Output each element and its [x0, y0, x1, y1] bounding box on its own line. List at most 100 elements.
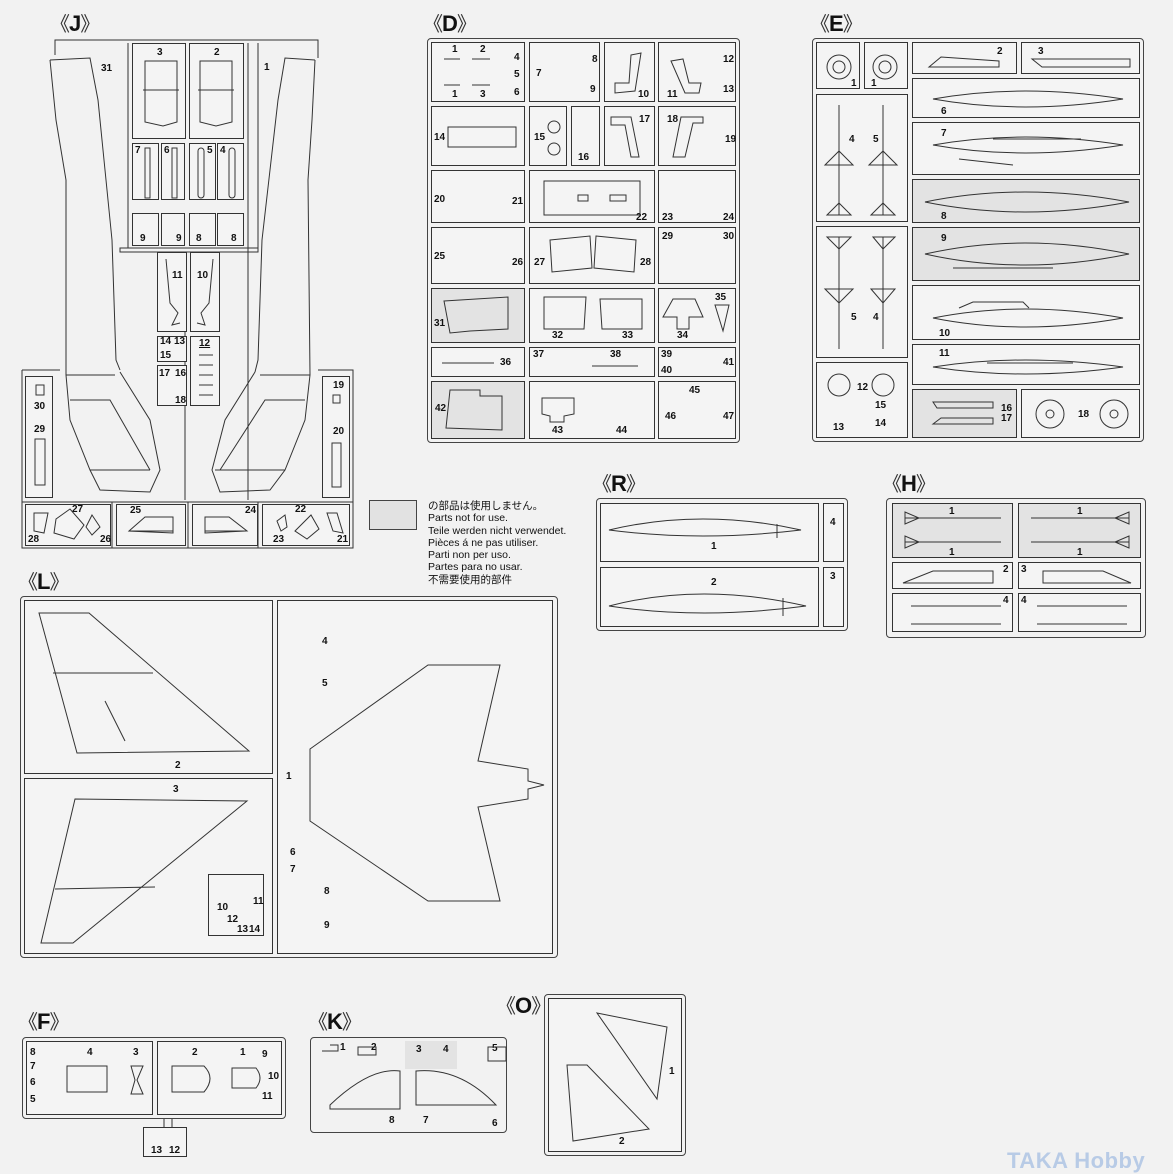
part-cell: 12 — [190, 336, 220, 406]
part-cell: 12 13 15 14 — [816, 362, 908, 438]
drop-tank-half-shape — [322, 1044, 507, 1110]
rail-part-shape — [228, 147, 236, 199]
part-cell: 10 — [912, 285, 1140, 340]
not-for-use-legend: の部品は使用しません。 Parts not for use. Teile wer… — [428, 500, 566, 586]
part-cell: 3 — [823, 567, 844, 627]
pylon-part-shape — [927, 56, 1000, 68]
part-cell: 31 — [431, 288, 525, 343]
part-cell: 16 — [571, 106, 600, 166]
wing-part-shape — [38, 612, 251, 754]
part-cell: 3 4 — [405, 1041, 457, 1069]
rail-part-shape — [1037, 605, 1127, 625]
part-cell: 1 — [864, 42, 908, 89]
part-cell: 2 — [189, 43, 244, 139]
part-cell: 24 — [192, 504, 258, 546]
part-cell: 3 — [1018, 562, 1141, 589]
strut-part-shape — [196, 258, 214, 326]
wing-part-shape — [40, 798, 249, 944]
rail-part-shape — [911, 605, 1001, 625]
legend-line: Teile werden nicht verwendet. — [428, 524, 567, 537]
wheel-part-shape — [1035, 399, 1129, 429]
part-cell: 8 — [189, 213, 216, 246]
part-cell: 2 — [24, 600, 273, 774]
bomb-part-shape — [904, 511, 1001, 549]
fuel-tank-shape — [932, 359, 1124, 375]
part-cell: 9 — [132, 213, 159, 246]
pylon-part-shape — [1030, 58, 1131, 68]
legend-line: Parti non per uso. — [428, 549, 511, 562]
missile-part-shape — [823, 236, 897, 349]
sprue-f — [22, 1037, 286, 1119]
part-cell: 1 4 5 6 7 8 9 — [277, 600, 553, 954]
part-cell: 5 — [189, 143, 216, 200]
panel-part-shape — [34, 384, 46, 486]
small-parts-shape — [444, 58, 490, 86]
panel-part-shape — [33, 508, 101, 540]
sprue-o-title: 《O》 — [496, 993, 551, 1018]
part-cell: 1 2 — [548, 998, 682, 1152]
legend-line: 不需要使用的部件 — [428, 573, 512, 586]
pylon-part-shape — [931, 401, 994, 425]
canopy-part-shape — [662, 298, 730, 333]
sprue-h — [886, 498, 1146, 638]
canopy-part-shape — [204, 516, 249, 534]
stabilizer-part-shape — [566, 1012, 668, 1142]
part-number: 1 — [264, 62, 270, 73]
part-cell: 18 — [1021, 389, 1140, 438]
sprue-l — [20, 596, 558, 958]
fuel-tank-shape — [924, 242, 1130, 269]
sprue-k-title: 《K》 — [308, 1009, 362, 1034]
part-cell: 13 12 — [143, 1127, 187, 1157]
fuel-tank-shape — [932, 90, 1124, 108]
part-cell: 42 — [431, 381, 525, 439]
rod-parts-shape — [199, 354, 213, 396]
legend-line: Pièces á ne pas utiliser. — [428, 536, 539, 549]
sprue-r-title: 《R》 — [592, 471, 646, 496]
panel-part-shape — [549, 235, 637, 273]
part-cell: 17 — [604, 106, 655, 166]
part-cell: 1 2 4 5 1 3 6 — [431, 42, 525, 102]
seat-back-shape — [541, 397, 575, 423]
panel-part-shape — [276, 512, 344, 540]
missile-part-shape — [442, 362, 494, 364]
part-number: 31 — [101, 63, 113, 74]
sprue-e-title: 《E》 — [810, 11, 863, 36]
part-cell: 7 8 9 — [529, 42, 600, 102]
legend-line: Parts not for use. — [428, 512, 508, 525]
part-cell: 4 — [823, 503, 844, 562]
part-cell: 9 — [912, 227, 1140, 281]
rail-part-shape — [197, 147, 205, 199]
part-cell: 10 — [190, 252, 220, 332]
sprue-d — [427, 38, 740, 443]
part-cell: 7 — [912, 122, 1140, 175]
part-cell: 11 12 13 — [658, 42, 736, 102]
part-cell: 6 — [161, 143, 185, 200]
legend-line: の部品は使用しません。 — [428, 500, 544, 512]
part-cell: 9 — [161, 213, 185, 246]
panel-part-shape — [443, 296, 509, 334]
part-cell: 3 — [132, 43, 186, 139]
not-for-use-swatch — [369, 500, 417, 530]
panel-part-shape — [543, 296, 643, 330]
part-cell: 4 — [892, 593, 1013, 632]
part-cell: 8 — [217, 213, 244, 246]
sprue-o — [544, 994, 686, 1156]
floor-part-shape — [447, 126, 517, 148]
sprue-h-title: 《H》 — [882, 471, 936, 496]
part-cell: 1 — [816, 42, 860, 89]
part-cell: 25 — [116, 504, 186, 546]
part-cell: 2 1 9 10 11 — [157, 1041, 282, 1115]
sprue-l-title: 《L》 — [18, 569, 69, 594]
part-cell: 2 — [912, 42, 1017, 74]
